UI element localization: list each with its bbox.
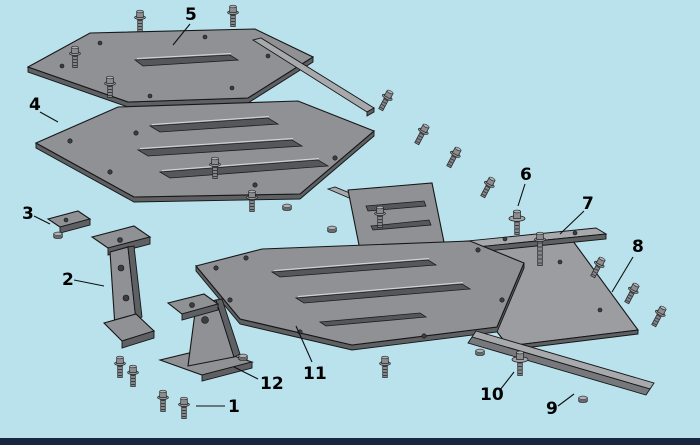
bolt-hole — [265, 53, 271, 59]
nut — [327, 225, 337, 234]
bolt-hole — [67, 138, 73, 144]
rib-highlight — [273, 258, 430, 271]
bolt-hole — [107, 169, 113, 175]
bolt-hole — [421, 333, 427, 339]
plate-rib — [270, 259, 438, 278]
gusset-web-side — [215, 298, 241, 358]
bolt-hole — [572, 230, 578, 236]
nut — [53, 231, 63, 240]
gusset-bracket — [158, 293, 254, 382]
clip-front — [59, 218, 91, 234]
bottom-bar — [0, 438, 700, 445]
leader-line-4 — [39, 111, 59, 123]
leader-line-7 — [559, 210, 585, 235]
bolt-hole — [133, 130, 139, 136]
callout-11: 11 — [303, 364, 327, 384]
plate-rib — [294, 283, 472, 304]
bolt-hole — [202, 34, 208, 40]
callout-1: 1 — [228, 397, 240, 417]
shield-slot — [370, 219, 432, 231]
leader-lines — [33, 23, 634, 407]
rib-highlight — [139, 138, 294, 149]
small-clip-bracket — [46, 210, 92, 234]
bracket-web-side — [127, 245, 143, 321]
gusset-base-front — [201, 361, 253, 382]
bolt-hole — [213, 265, 219, 271]
callout-10: 10 — [480, 385, 504, 405]
bolt-hole — [189, 302, 195, 308]
upper-skid-plate — [26, 28, 375, 117]
callout-7: 7 — [582, 194, 594, 214]
leader-line-12 — [233, 366, 259, 380]
nut — [282, 203, 292, 212]
leader-line-10 — [499, 371, 515, 391]
bolt-hole — [332, 155, 338, 161]
callout-labels: 1 2 3 4 5 6 7 8 9 10 11 12 — [22, 5, 644, 419]
leader-line-5 — [172, 23, 191, 46]
nut — [238, 353, 248, 362]
plate-rib — [158, 159, 330, 179]
callout-12: 12 — [260, 374, 284, 394]
plate-rib — [148, 117, 280, 133]
support-rail-edge — [366, 107, 375, 117]
leader-line-9 — [557, 393, 575, 407]
rib-highlight — [161, 158, 320, 171]
bolt-hole — [59, 63, 65, 69]
callout-3: 3 — [22, 204, 34, 224]
callout-6: 6 — [520, 165, 532, 185]
plate-rib — [318, 312, 428, 327]
bolt-hole — [227, 297, 233, 303]
bolt-hole — [557, 259, 563, 265]
upper-plate-slot — [133, 54, 240, 67]
gusset-flange-front — [181, 303, 219, 321]
bolt-hole — [229, 85, 235, 91]
bolt-hole — [97, 40, 103, 46]
leader-line-11 — [295, 325, 313, 363]
callout-5: 5 — [185, 5, 197, 25]
nut — [475, 348, 485, 357]
bolt-hole — [475, 247, 481, 253]
bolt-hole — [201, 316, 209, 324]
bolt-hole — [147, 93, 153, 99]
l-bracket — [90, 225, 156, 349]
rib-highlight — [151, 116, 270, 125]
rib-highlight — [297, 282, 464, 297]
main-skid-plate — [195, 240, 525, 351]
plate-rib — [136, 139, 304, 157]
bracket-foot-front — [121, 330, 155, 349]
callout-2: 2 — [62, 270, 74, 290]
nut — [578, 395, 588, 404]
callout-9: 9 — [546, 399, 558, 419]
leader-line-8 — [611, 256, 634, 293]
callout-4: 4 — [29, 95, 41, 115]
upper-plate-face — [26, 28, 315, 103]
bolt-hole — [117, 264, 125, 272]
bolt-hole — [117, 237, 123, 243]
callout-8: 8 — [632, 237, 644, 257]
bolt-hole — [502, 236, 508, 242]
leader-line-6 — [517, 183, 526, 207]
bolt-hole — [243, 255, 249, 261]
bolt-hole — [252, 182, 258, 188]
angle-strip — [467, 330, 655, 396]
bolt-hole — [597, 307, 603, 313]
angle-strip-front — [467, 336, 651, 396]
slot-highlight — [136, 53, 232, 59]
leader-line-2 — [73, 279, 105, 287]
leader-line-3 — [33, 215, 51, 225]
bolt-hole — [63, 217, 69, 223]
bolt-hole — [122, 294, 130, 302]
bolt-hole — [499, 297, 505, 303]
